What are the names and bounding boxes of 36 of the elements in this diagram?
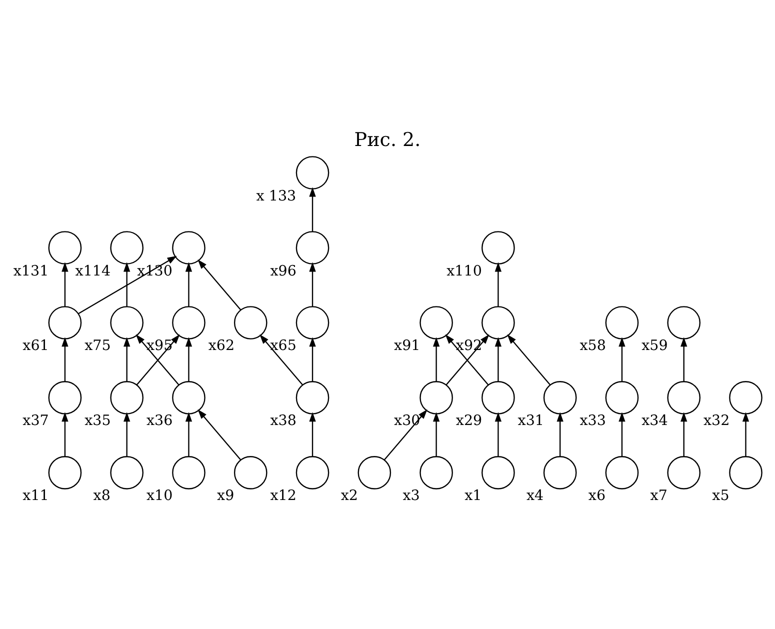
node-label: x62 — [208, 338, 235, 354]
node-label: x9 — [217, 488, 234, 504]
node-label: x32 — [703, 412, 730, 429]
node-label: x10 — [146, 488, 173, 504]
node-label: x12 — [270, 488, 296, 504]
node-label: x5 — [712, 488, 730, 504]
node-label: x6 — [588, 488, 606, 504]
node-label: x110 — [446, 262, 482, 279]
node-label: x114 — [75, 262, 111, 279]
node-label: x3 — [402, 488, 420, 504]
node-label: x65 — [270, 338, 296, 354]
node-label: x33 — [580, 412, 606, 429]
node-label: x75 — [84, 338, 111, 354]
node-label: x36 — [146, 412, 173, 429]
node-label: x2 — [340, 488, 358, 504]
node-label: x7 — [650, 488, 668, 504]
node-label: x38 — [270, 412, 296, 429]
node-label: x95 — [146, 338, 173, 354]
node-label: x8 — [93, 488, 110, 504]
node-label: x131 — [13, 262, 49, 279]
node-label: x29 — [456, 412, 482, 429]
diagram-title: Рис. 2. — [354, 128, 421, 150]
node-label: x58 — [580, 338, 606, 354]
node-label: x91 — [394, 338, 420, 354]
node-label: x37 — [22, 412, 49, 429]
node-label: x59 — [642, 338, 668, 354]
node-label: x1 — [464, 488, 482, 504]
node-label: x96 — [270, 262, 296, 279]
node-label: x31 — [518, 412, 544, 429]
node-label: x35 — [84, 412, 111, 429]
node-label: x 133 — [256, 188, 296, 204]
node-label: x4 — [526, 488, 544, 504]
node-label: x11 — [22, 488, 49, 504]
node-label: x61 — [22, 338, 49, 354]
node-label: x34 — [642, 412, 668, 429]
node-label: x92 — [456, 338, 482, 354]
